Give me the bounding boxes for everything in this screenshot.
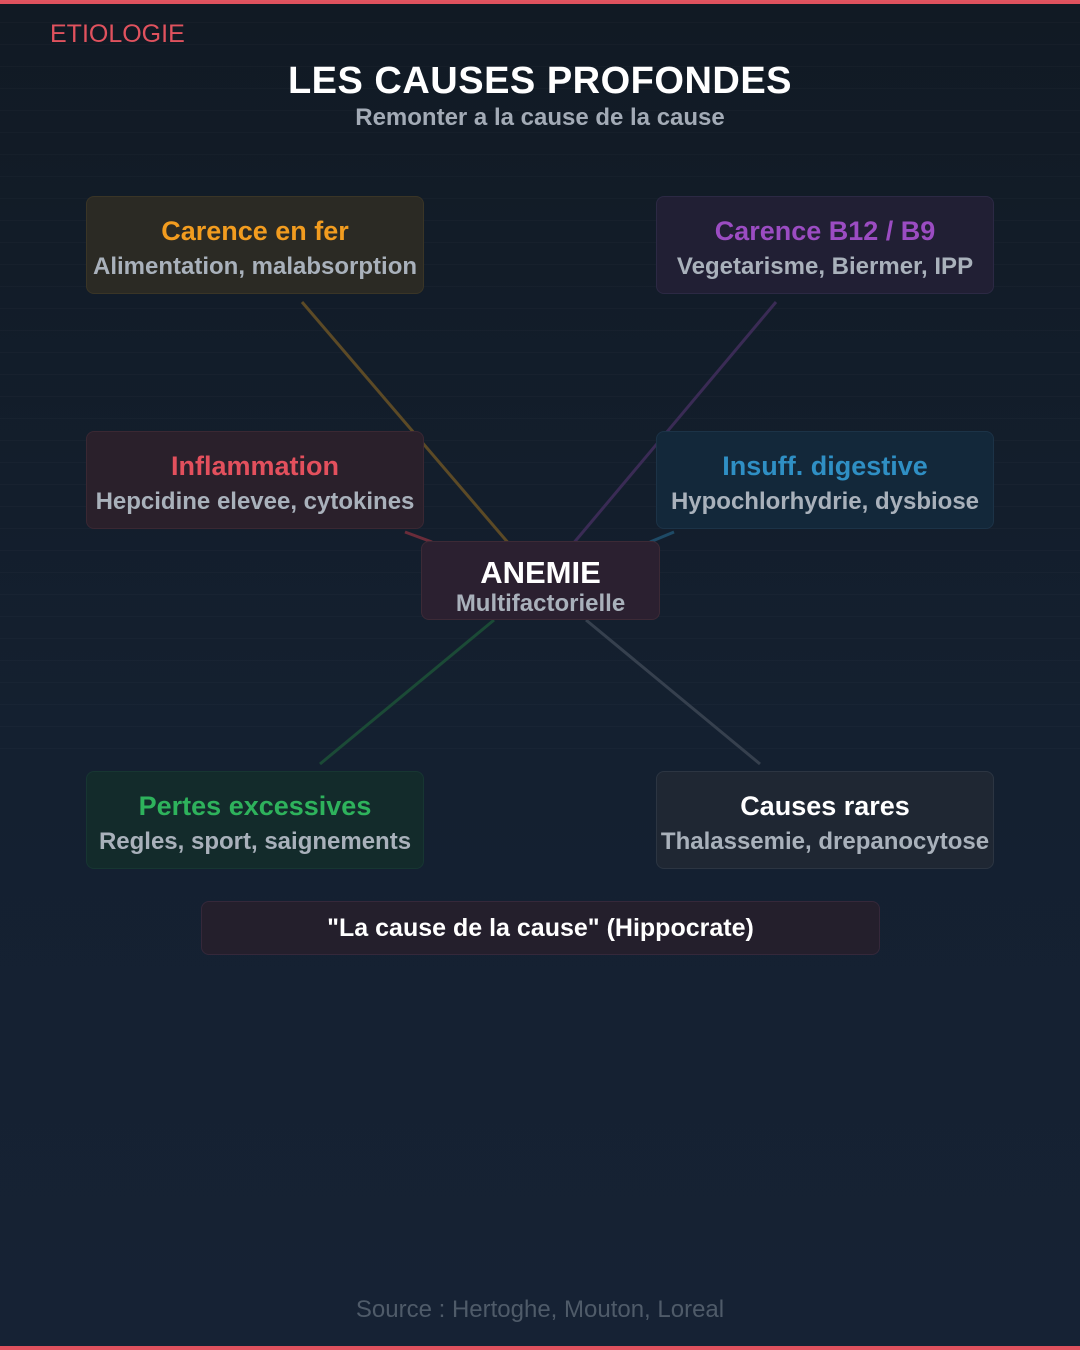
cause-title: Insuff. digestive bbox=[722, 451, 928, 481]
cause-title: Causes rares bbox=[740, 791, 910, 821]
connector-b12 bbox=[570, 301, 778, 546]
connector-rares bbox=[585, 618, 761, 766]
top-accent-bar bbox=[0, 0, 1080, 4]
connector-fer bbox=[300, 301, 512, 546]
cause-node-pertes-excessives: Pertes excessives Regles, sport, saignem… bbox=[86, 771, 424, 869]
cause-subtitle: Hepcidine elevee, cytokines bbox=[95, 488, 415, 515]
cause-subtitle: Alimentation, malabsorption bbox=[92, 253, 418, 280]
center-node-anemie: ANEMIE Multifactorielle bbox=[421, 541, 660, 620]
bottom-accent-bar bbox=[0, 1346, 1080, 1350]
connector-digestive bbox=[649, 530, 675, 544]
center-subtitle: Multifactorielle bbox=[455, 590, 626, 617]
cause-subtitle: Hypochlorhydrie, dysbiose bbox=[670, 488, 980, 515]
page-subtitle: Remonter a la cause de la cause bbox=[355, 104, 725, 131]
cause-subtitle: Vegetarisme, Biermer, IPP bbox=[676, 253, 974, 280]
cause-node-carence-fer: Carence en fer Alimentation, malabsorpti… bbox=[86, 196, 424, 294]
hippocrates-quote: "La cause de la cause" (Hippocrate) bbox=[201, 901, 880, 955]
page-title: LES CAUSES PROFONDES bbox=[287, 60, 793, 102]
cause-node-carence-b12: Carence B12 / B9 Vegetarisme, Biermer, I… bbox=[656, 196, 994, 294]
connector-pertes bbox=[319, 618, 495, 766]
cause-node-inflammation: Inflammation Hepcidine elevee, cytokines bbox=[86, 431, 424, 529]
cause-node-causes-rares: Causes rares Thalassemie, drepanocytose bbox=[656, 771, 994, 869]
cause-title: Pertes excessives bbox=[138, 791, 372, 821]
cause-title: Carence B12 / B9 bbox=[714, 216, 936, 246]
center-title: ANEMIE bbox=[480, 555, 601, 590]
section-eyebrow: ETIOLOGIE bbox=[50, 20, 185, 48]
cause-subtitle: Regles, sport, saignements bbox=[98, 828, 412, 855]
cause-title: Inflammation bbox=[170, 451, 339, 481]
cause-title: Carence en fer bbox=[161, 216, 349, 246]
connector-inflammation bbox=[404, 530, 433, 544]
source-footnote: Source : Hertoghe, Mouton, Loreal bbox=[355, 1296, 725, 1323]
cause-subtitle: Thalassemie, drepanocytose bbox=[660, 828, 990, 855]
cause-node-insuff-digestive: Insuff. digestive Hypochlorhydrie, dysbi… bbox=[656, 431, 994, 529]
